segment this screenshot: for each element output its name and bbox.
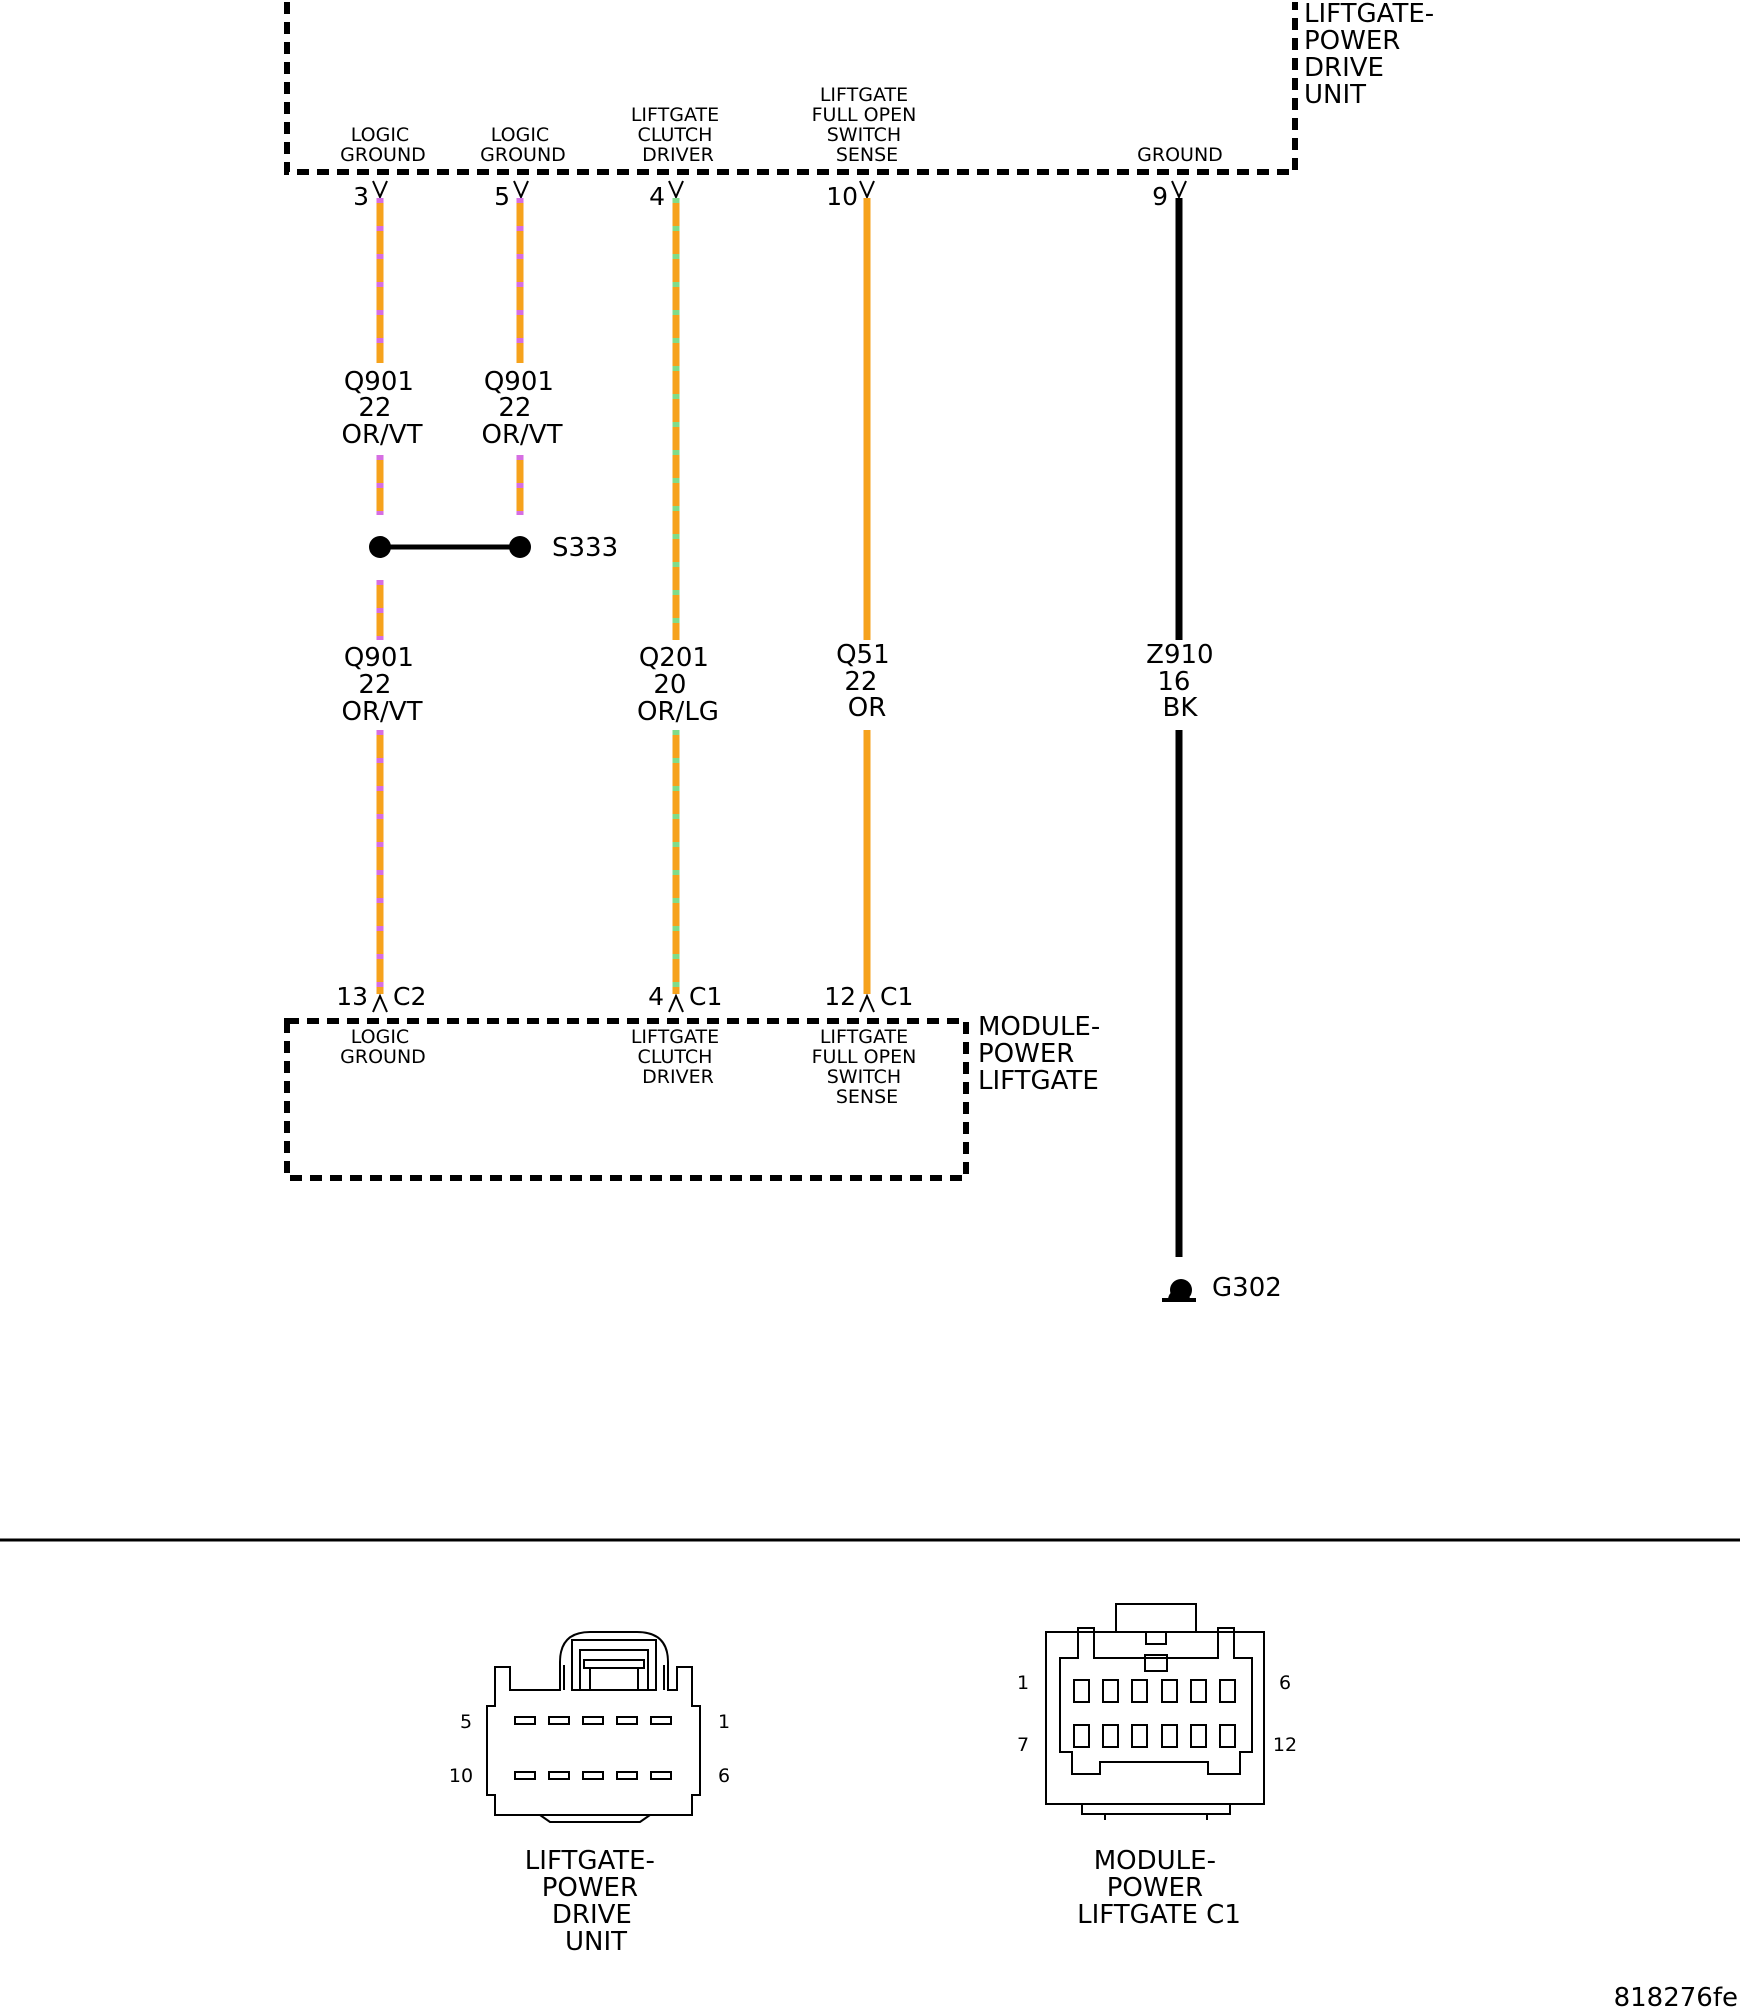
connector-view-drive-unit-labels: 5 1 10 6 LIFTGATE- POWER DRIVE UNIT <box>449 1711 730 1957</box>
pin-function-label: GROUND <box>1137 144 1223 166</box>
pin-function-label: LOGIC GROUND <box>340 124 426 166</box>
module-power-liftgate: 13 C2 4 C1 12 C1 LOGIC GROUND LIFTGATE C… <box>284 982 1109 1181</box>
connector-view-name: MODULE- POWER LIFTGATE C1 <box>1077 1846 1241 1930</box>
ground-g302: G302 <box>1162 1273 1282 1303</box>
connector-inner <box>1059 1627 1253 1775</box>
pin-function-label: LIFTGATE FULL OPEN SWITCH SENSE <box>812 1026 923 1108</box>
pin-label: 12 <box>1273 1734 1297 1756</box>
wire-label: Q901 22 OR/VT <box>482 367 563 450</box>
pin-function-label: LOGIC GROUND <box>340 1026 426 1068</box>
pin-number: 12 <box>824 982 856 1011</box>
pin-function-label: LOGIC GROUND <box>480 124 566 166</box>
splice-dot <box>369 536 391 558</box>
pin-label: 10 <box>449 1765 473 1787</box>
pin-number: 3 <box>353 182 369 211</box>
wire-label: Z910 16 BK <box>1146 640 1222 723</box>
wire-label: Q201 20 OR/LG <box>637 643 719 727</box>
component-outline-dashed <box>284 1018 969 1181</box>
pin-number: 4 <box>649 182 665 211</box>
pin-function-label: LIFTGATE CLUTCH DRIVER <box>631 104 725 166</box>
pin-label: 6 <box>1279 1672 1291 1694</box>
connector-view-drive-unit <box>486 1631 701 1823</box>
ground-dot <box>1170 1279 1192 1301</box>
pin-number: 9 <box>1152 182 1168 211</box>
wire-label: Q901 22 OR/VT <box>342 643 423 727</box>
connector-id: C1 <box>880 982 913 1011</box>
connector-id: C1 <box>689 982 722 1011</box>
pin-label: 1 <box>718 1711 730 1733</box>
wire-labels: Q901 22 OR/VT Q901 22 OR/VT Q901 22 OR/V… <box>342 367 1222 727</box>
pin-number: 4 <box>648 982 664 1011</box>
pin-label: 5 <box>460 1711 472 1733</box>
pin-number: 13 <box>336 982 368 1011</box>
component-name: LIFTGATE- POWER DRIVE UNIT <box>1304 0 1442 110</box>
splice-label: S333 <box>552 533 618 563</box>
ground-label: G302 <box>1212 1273 1282 1303</box>
wire-label: Q901 22 OR/VT <box>342 367 423 450</box>
connector-view-module-c1-labels: 1 6 7 12 MODULE- POWER LIFTGATE C1 <box>1017 1672 1297 1930</box>
component-name: MODULE- POWER LIFTGATE <box>978 1012 1109 1096</box>
pin-function-label: LIFTGATE CLUTCH DRIVER <box>631 1026 725 1088</box>
diagram-id: 818276fe <box>1614 1983 1738 2007</box>
pin-label: 1 <box>1017 1672 1029 1694</box>
connector-view-name: LIFTGATE- POWER DRIVE UNIT <box>525 1846 663 1957</box>
pin-slots <box>514 1716 672 1780</box>
pin-cavities <box>1073 1679 1236 1748</box>
terminal-symbols <box>372 993 875 1013</box>
pin-number: 5 <box>494 182 510 211</box>
pin-function-label: LIFTGATE FULL OPEN SWITCH SENSE <box>812 84 923 166</box>
component-outline-dashed <box>284 2 1298 175</box>
pin-label: 7 <box>1017 1734 1029 1756</box>
liftgate-power-drive-unit: LIFTGATE- POWER DRIVE UNIT LOGIC GROUND … <box>284 0 1442 211</box>
connector-id: C2 <box>393 982 426 1011</box>
wire-label: Q51 22 OR <box>836 640 898 723</box>
connector-body <box>486 1631 701 1816</box>
wires <box>376 198 1183 1257</box>
connector-view-module-c1 <box>1045 1603 1265 1820</box>
splice-dot <box>509 536 531 558</box>
connector-tab <box>1115 1603 1197 1633</box>
splice-s333: S333 <box>369 533 618 563</box>
pin-number: 10 <box>826 182 858 211</box>
pin-label: 6 <box>718 1765 730 1787</box>
terminal-symbols <box>372 180 1187 200</box>
